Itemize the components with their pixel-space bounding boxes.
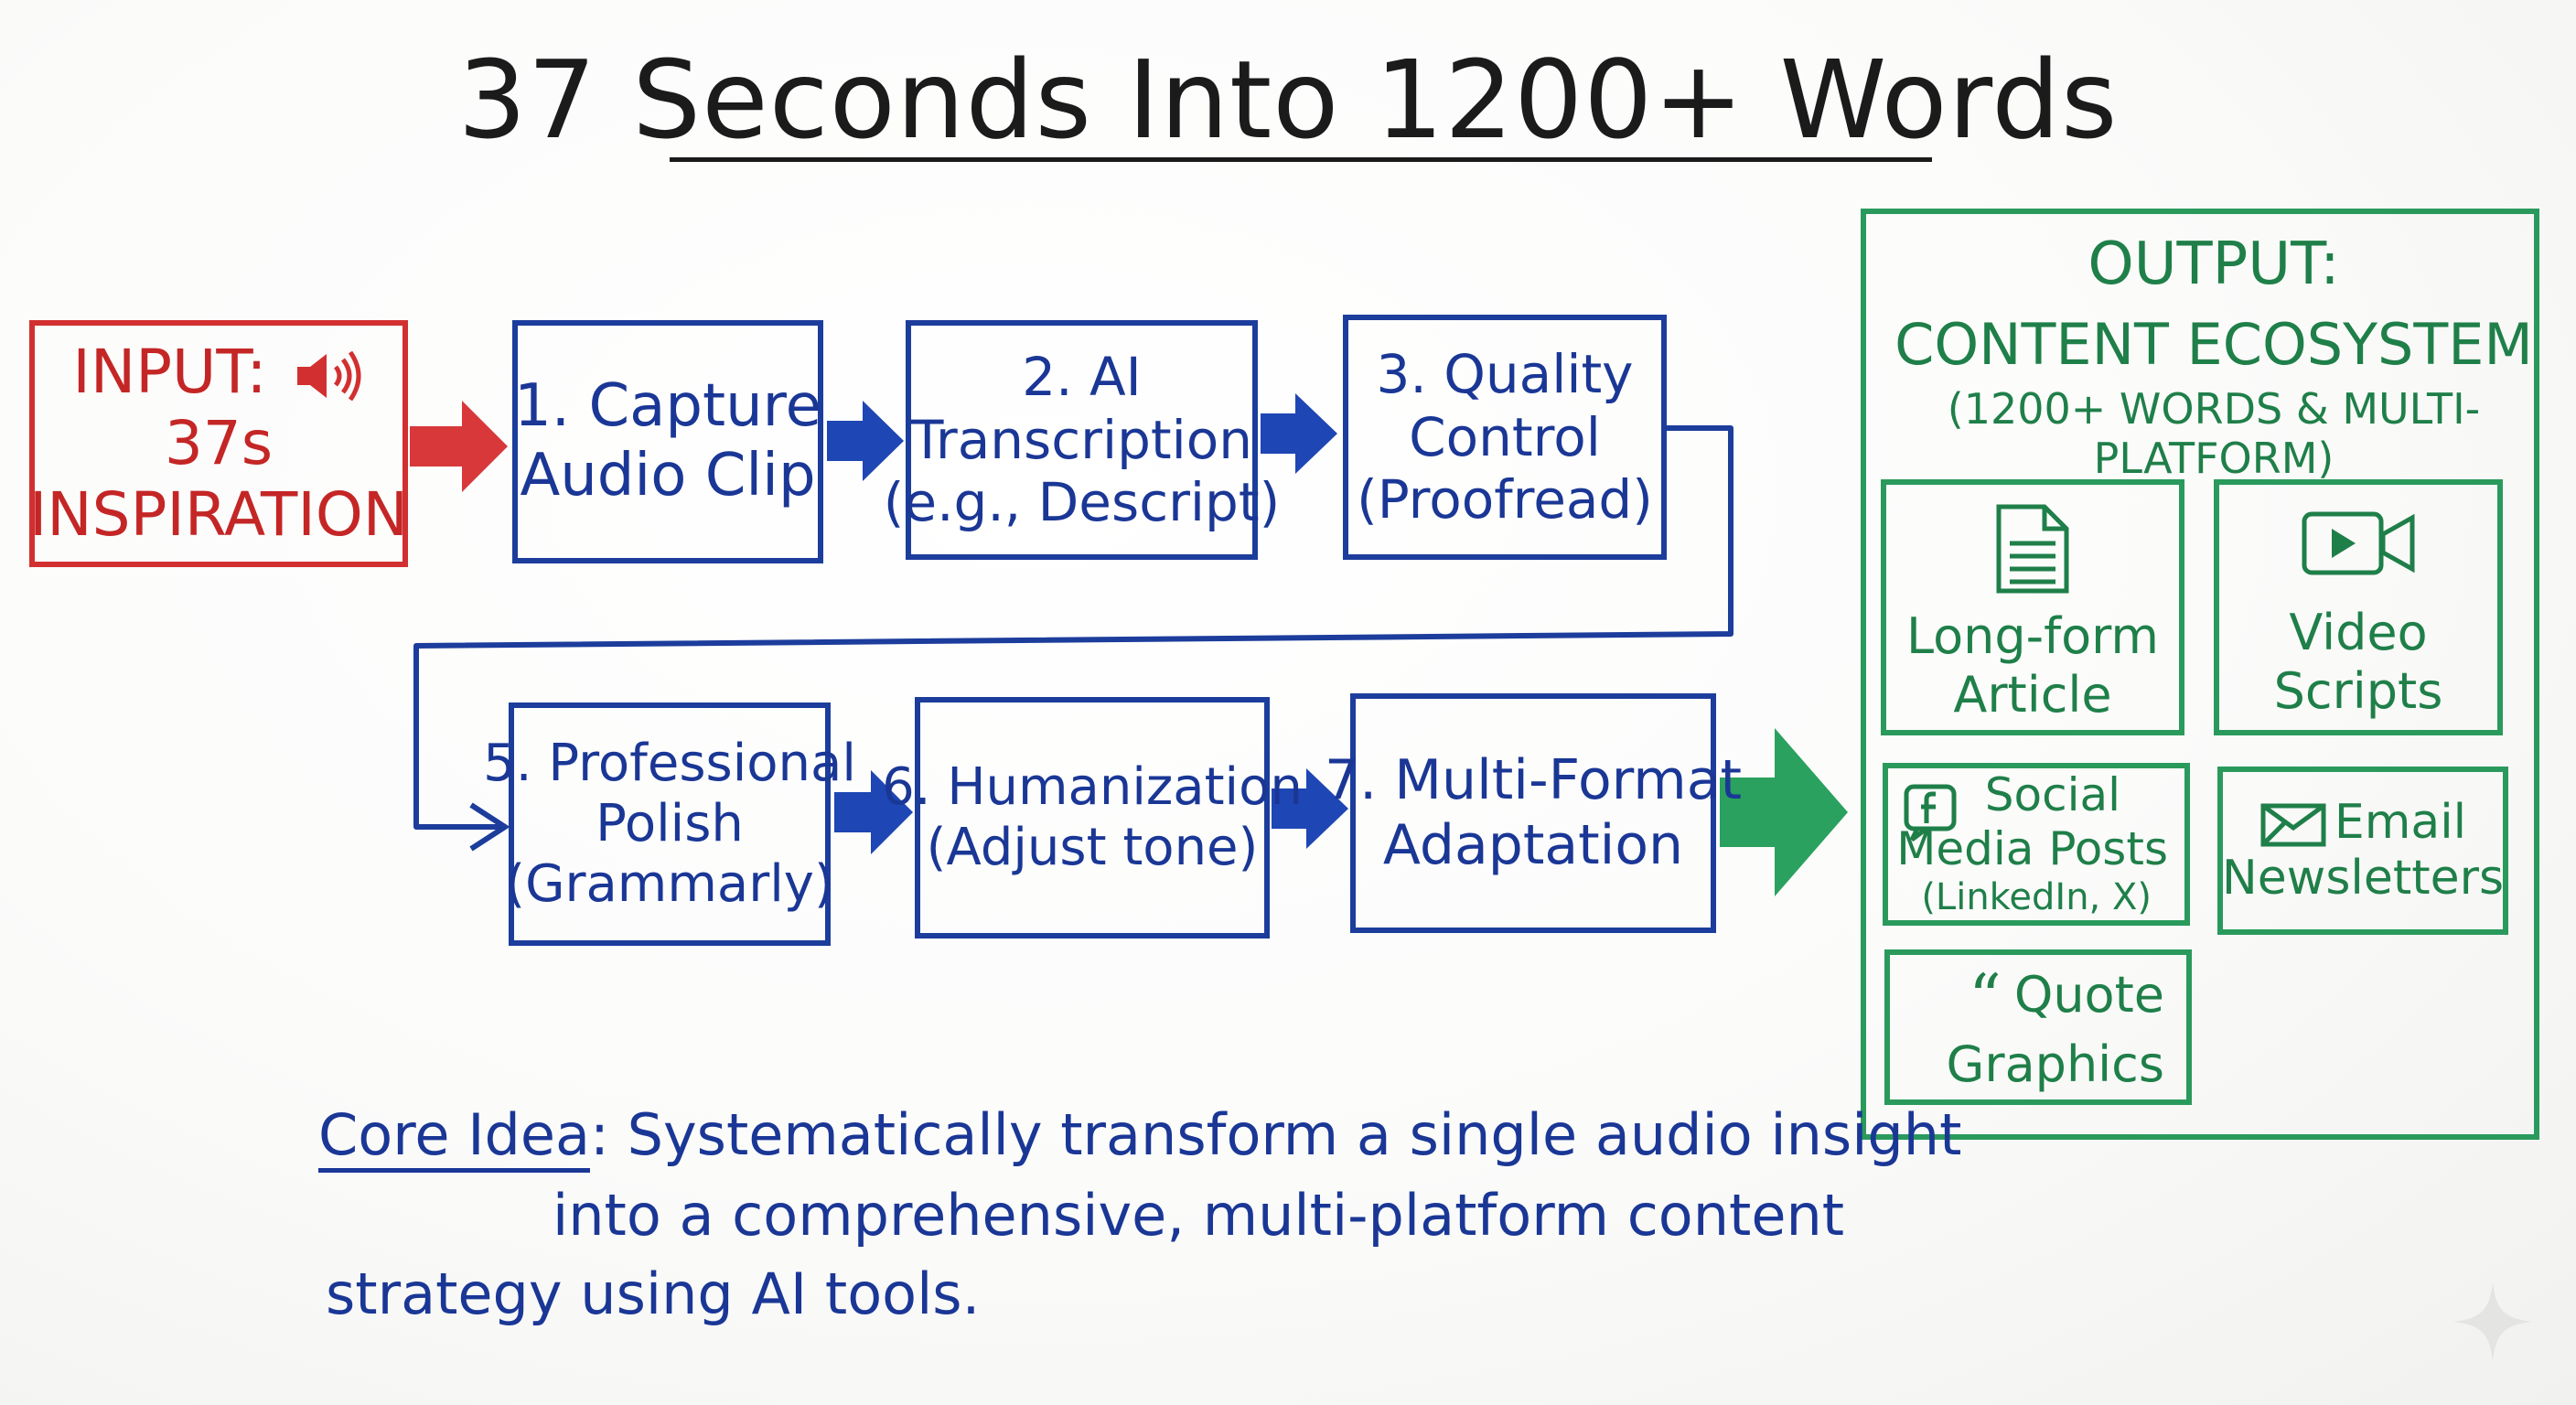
arrowhead-step5 bbox=[469, 802, 510, 852]
arrow-step6-to-step7 bbox=[1272, 768, 1348, 849]
video-camera-icon bbox=[2302, 511, 2415, 575]
step-2-title: 2. AI bbox=[1022, 346, 1142, 409]
page-title: 37 Seconds Into 1200+ Words bbox=[457, 37, 2119, 163]
step-6-title: 6. Humanization bbox=[882, 756, 1303, 817]
step-3-box: 3. Quality Control (Proofread) bbox=[1343, 315, 1667, 560]
speaker-icon bbox=[296, 350, 361, 402]
sparkle-watermark-icon bbox=[2453, 1282, 2533, 1362]
step-5-title: 5. Professional bbox=[483, 733, 856, 793]
document-icon bbox=[1996, 504, 2069, 594]
step-5-box: 5. Professional Polish (Grammarly) bbox=[483, 702, 856, 946]
step-6-subtitle: (Adjust tone) bbox=[926, 818, 1259, 877]
core-idea-line3: strategy using AI tools. bbox=[326, 1260, 981, 1327]
output-item-quote: “Quote Graphics bbox=[1884, 949, 2192, 1105]
quote-icon: “ bbox=[1969, 960, 2002, 1035]
output-heading: CONTENT ECOSYSTEM bbox=[1894, 311, 2533, 378]
output-item-article-line1: Long-form bbox=[1905, 607, 2160, 665]
output-title: OUTPUT: bbox=[2088, 231, 2340, 298]
arrow-step2-to-step3 bbox=[1261, 393, 1337, 474]
output-item-email-line2: Newsletters bbox=[2221, 851, 2505, 906]
step-1-subtitle: Audio Clip bbox=[520, 442, 816, 509]
step-1-title: 1. Capture bbox=[514, 372, 821, 441]
step-3-note: (Proofread) bbox=[1357, 468, 1653, 531]
core-idea-line1: Core Idea: Systematically transform a si… bbox=[318, 1101, 1962, 1173]
step-2-subtitle: Transcription bbox=[910, 408, 1253, 471]
facebook-icon bbox=[1904, 784, 1957, 842]
output-item-social-line1: Social bbox=[1984, 768, 2120, 822]
step-3-subtitle: Control bbox=[1409, 405, 1601, 468]
output-item-social-line2: Media Posts bbox=[1896, 822, 2168, 876]
output-item-quote-line2: Graphics bbox=[1946, 1035, 2164, 1094]
output-item-social: Social Media Posts (LinkedIn, X) bbox=[1883, 763, 2190, 926]
title-underline bbox=[670, 157, 1932, 162]
output-subheading: (1200+ WORDS & MULTI-PLATFORM) bbox=[1947, 384, 2481, 483]
output-item-article: Long-form Article bbox=[1881, 479, 2184, 735]
step-5-subtitle: Polish bbox=[596, 793, 744, 853]
output-item-video: Video Scripts bbox=[2214, 479, 2503, 735]
output-item-quote-row: “Quote bbox=[1969, 960, 2164, 1036]
output-item-video-line1: Video bbox=[2289, 604, 2428, 661]
output-item-quote-line1: Quote bbox=[2013, 965, 2164, 1024]
arrow-step5-to-step6 bbox=[834, 770, 913, 854]
step-3-title: 3. Quality bbox=[1376, 343, 1634, 406]
output-item-email-line1: Email bbox=[2334, 794, 2467, 850]
input-label: INPUT: bbox=[72, 337, 267, 408]
input-box: INPUT: 37s INSPIRATION bbox=[29, 320, 408, 567]
output-item-email-row: Email bbox=[2259, 795, 2466, 851]
arrow-step1-to-step2 bbox=[827, 401, 904, 481]
output-item-video-line2: Scripts bbox=[2273, 661, 2443, 720]
step-2-box: 2. AI Transcription (e.g., Descript) bbox=[884, 320, 1280, 560]
core-idea-sep: : bbox=[589, 1101, 609, 1168]
envelope-icon bbox=[2260, 803, 2326, 847]
arrow-step7-to-output bbox=[1720, 728, 1848, 896]
input-label-row: INPUT: bbox=[72, 337, 364, 408]
step-1-box: 1. Capture Audio Clip bbox=[512, 320, 823, 563]
step-5-note: (Grammarly) bbox=[505, 854, 834, 915]
output-container bbox=[1861, 209, 2539, 1140]
output-item-article-line2: Article bbox=[1953, 665, 2112, 724]
connector-step3-to-step5 bbox=[413, 425, 1733, 830]
step-7-title: 7. Multi-Format bbox=[1324, 748, 1743, 813]
core-idea-label: Core Idea bbox=[318, 1101, 590, 1173]
input-subtitle: INSPIRATION bbox=[28, 478, 409, 550]
step-7-box: 7. Multi-Format Adaptation bbox=[1325, 693, 1742, 933]
step-2-note: (e.g., Descript) bbox=[883, 471, 1281, 534]
step-6-box: 6. Humanization (Adjust tone) bbox=[882, 697, 1303, 938]
arrow-input-to-step1 bbox=[410, 401, 508, 492]
core-idea-text1: Systematically transform a single audio … bbox=[627, 1101, 1962, 1168]
output-item-email: Email Newsletters bbox=[2217, 767, 2508, 935]
core-idea-line2: into a comprehensive, multi-platform con… bbox=[553, 1182, 1845, 1249]
output-item-social-line3: (LinkedIn, X) bbox=[1921, 876, 2152, 919]
step-7-subtitle: Adaptation bbox=[1382, 813, 1684, 877]
input-duration: 37s bbox=[164, 408, 274, 479]
